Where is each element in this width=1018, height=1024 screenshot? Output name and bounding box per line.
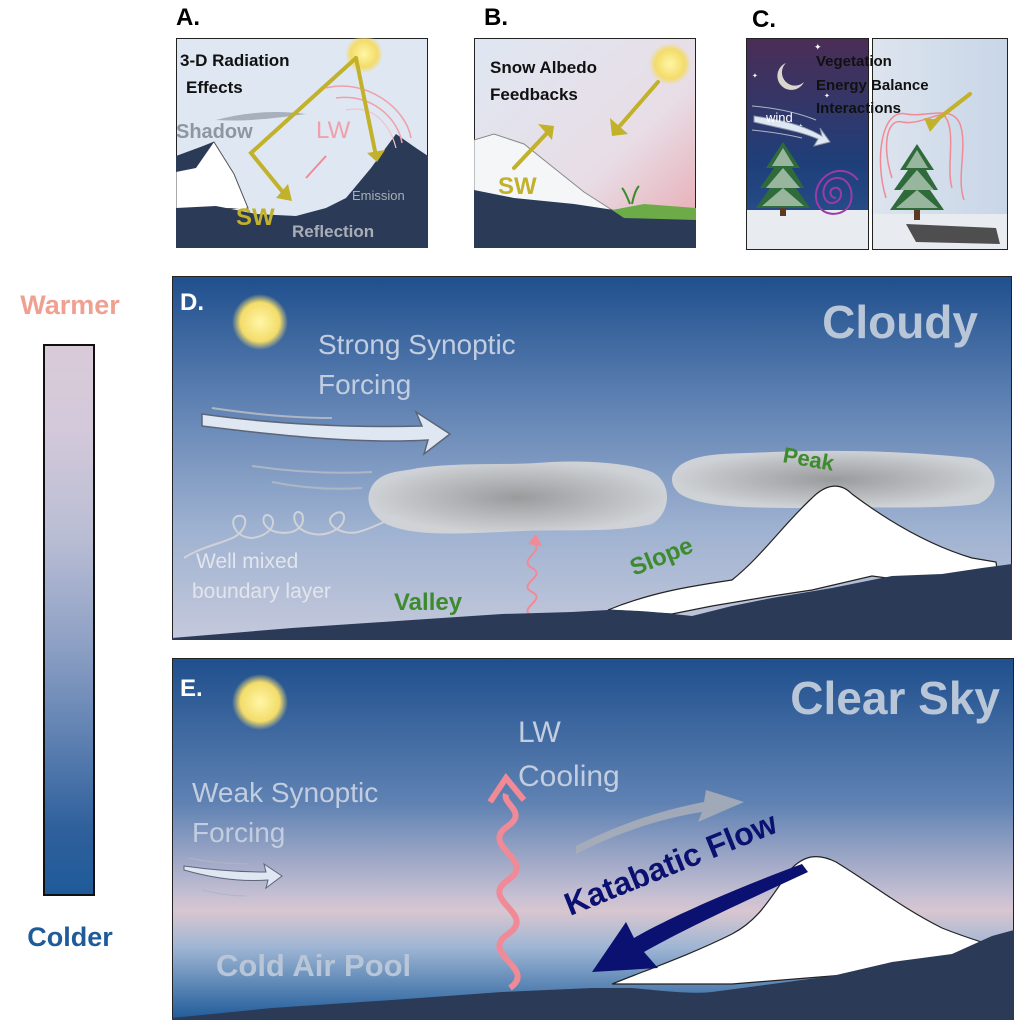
panel-d-title: Cloudy: [822, 296, 978, 348]
boundary-layer-1: Well mixed: [196, 550, 298, 573]
panel-c-letter: C.: [752, 6, 776, 33]
tree-icon: [756, 142, 810, 216]
sun-icon: [345, 38, 383, 73]
shadow-label: Shadow: [176, 121, 253, 143]
snow-mountain: [611, 856, 999, 985]
panel-a-title-1: 3-D Radiation: [180, 51, 290, 70]
terrain: [176, 134, 428, 248]
panel-b-albedo: Snow Albedo Feedbacks SW: [474, 38, 696, 248]
panel-b-letter: B.: [484, 4, 508, 31]
warmer-label: Warmer: [20, 290, 120, 320]
svg-text:✦: ✦: [752, 72, 758, 80]
panel-e-letter: E.: [180, 675, 203, 702]
weak-forcing-2: Forcing: [192, 817, 285, 848]
katabatic-arrow-icon: [592, 864, 808, 972]
strong-forcing-1: Strong Synoptic: [318, 329, 516, 360]
strong-forcing-2: Forcing: [318, 369, 411, 400]
valley-label: Valley: [394, 589, 463, 616]
snow-mountain: [607, 485, 999, 615]
panel-a-letter: A.: [176, 4, 200, 31]
panel-d-cloudy: Cloudy D. Strong Synoptic Forcing Well m…: [172, 276, 1012, 640]
turbulence-loops: [183, 511, 399, 559]
lw-cooling-wave: [496, 792, 521, 991]
sun-icon: [649, 43, 691, 85]
panel-b-title-2: Feedbacks: [490, 85, 578, 104]
boundary-layer-2: boundary layer: [192, 580, 331, 603]
spiral-icon: [814, 169, 859, 215]
panel-d-letter: D.: [180, 289, 204, 316]
moon-icon: [777, 63, 804, 90]
panel-a-radiation: 3-D Radiation Effects Shadow LW SW Emiss…: [176, 38, 428, 248]
svg-text:✦: ✦: [814, 42, 822, 52]
terrain: [172, 564, 1012, 640]
wind-arrow-icon: [753, 115, 831, 147]
svg-text:✦: ✦: [824, 92, 830, 100]
panel-b-title-1: Snow Albedo: [490, 58, 597, 77]
wind-label: wind: [765, 110, 793, 125]
wind-arrow-icon: [183, 862, 283, 890]
panel-a-title-2: Effects: [186, 78, 243, 97]
weak-forcing-1: Weak Synoptic: [192, 777, 378, 808]
temperature-scale-bar: [43, 344, 95, 896]
sw-label: SW: [236, 204, 275, 231]
emission-label: Emission: [352, 188, 405, 203]
cloud-icon: [671, 450, 995, 508]
sun-icon: [232, 294, 288, 350]
panel-c-title-2: Energy Balance: [816, 77, 929, 94]
terrain: [172, 930, 1014, 1020]
panel-c-title-3: Interactions: [816, 100, 901, 117]
colder-label: Colder: [27, 922, 113, 952]
upslope-arrow-icon: [576, 790, 744, 854]
panel-c-title-1: Vegetation: [816, 53, 892, 70]
cloud-icon: [368, 461, 667, 534]
lw-cooling-2: Cooling: [518, 760, 620, 793]
panel-e-title: Clear Sky: [790, 672, 1000, 724]
lw-cooling-1: LW: [518, 716, 561, 749]
panel-c-vegetation: ✦ ✦ ✦ ✦ wind Vegetation Energy Balance I…: [746, 38, 1008, 250]
wind-arrow-icon: [201, 410, 452, 456]
terrain: [474, 190, 696, 248]
cold-air-pool-label: Cold Air Pool: [216, 948, 411, 983]
sw-label: SW: [498, 173, 537, 200]
reflection-label: Reflection: [292, 222, 374, 241]
lw-label: LW: [316, 117, 351, 144]
tree-icon: [890, 144, 944, 220]
panel-e-clear-sky: Clear Sky E. LW Cooling Weak Synoptic Fo…: [172, 658, 1014, 1020]
sun-icon: [232, 674, 288, 730]
